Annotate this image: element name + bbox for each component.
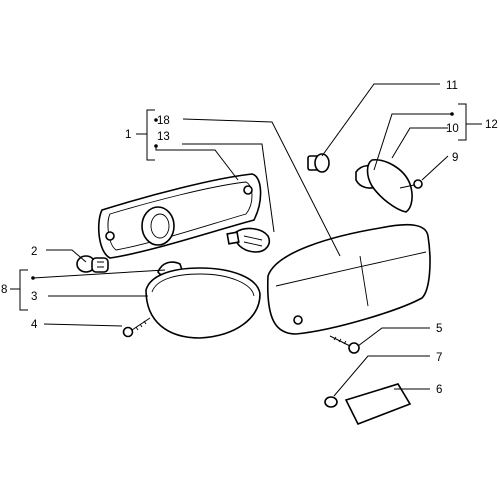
rear-lamp-lens-part <box>266 223 431 335</box>
callout-12: 12 <box>485 119 498 131</box>
callout-6: 6 <box>436 384 442 396</box>
callout-11: 11 <box>446 80 458 92</box>
right-turn-signal-part <box>355 159 413 213</box>
leader-lines <box>10 83 482 397</box>
bulb-2-part <box>76 255 109 273</box>
callout-1: 1 <box>125 129 131 141</box>
screw-4-part <box>122 317 151 338</box>
callout-4: 4 <box>31 319 38 331</box>
callout-10: 10 <box>446 123 459 135</box>
callout-8: 8 <box>1 284 7 296</box>
callout-labels: 1 18 13 2 8 3 4 11 10 12 9 5 7 6 <box>1 80 498 396</box>
bulb-11-part <box>307 153 330 173</box>
callout-7: 7 <box>436 352 442 364</box>
bulb-13-part <box>226 227 271 253</box>
reflector-6-part <box>344 383 412 426</box>
headlamp-bracket-part <box>97 173 262 259</box>
left-turn-signal-lens-part <box>145 261 261 339</box>
screw-5-part <box>329 335 360 354</box>
callout-13: 13 <box>157 131 170 143</box>
callout-5: 5 <box>436 323 442 335</box>
washer-7-part <box>324 396 338 408</box>
screw-9-part <box>399 179 423 189</box>
callout-2: 2 <box>31 246 37 258</box>
callout-9: 9 <box>452 152 458 164</box>
callout-3: 3 <box>31 291 37 303</box>
callout-18: 18 <box>157 115 170 127</box>
